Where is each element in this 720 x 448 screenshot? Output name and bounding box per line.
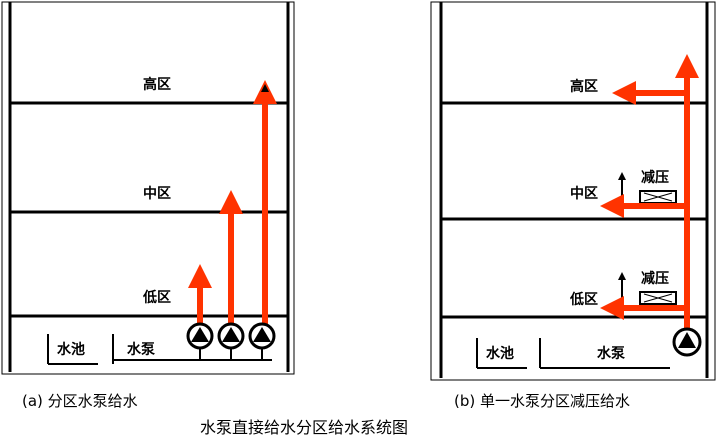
caption-a: (a) 分区水泵给水 <box>22 392 138 410</box>
prv-label-mid: 减压 <box>641 169 669 186</box>
pool-label: 水池 <box>486 345 514 362</box>
pump-icon <box>248 322 276 350</box>
pump-label: 水泵 <box>597 345 625 362</box>
pump-icon <box>672 327 702 357</box>
panel-b-building <box>439 2 709 378</box>
riser-pipes <box>188 80 277 328</box>
basement-marks <box>47 334 272 365</box>
pump-icon <box>186 322 214 350</box>
caption-b: (b) 单一水泵分区减压给水 <box>454 392 630 410</box>
pump-label: 水泵 <box>127 341 155 358</box>
panel-a: 高区 中区 低区 水池 水泵 <box>1 1 295 375</box>
floor-label-low: 低区 <box>142 289 171 306</box>
prv-label-low: 减压 <box>641 270 669 287</box>
floor-label-high: 高区 <box>570 78 598 95</box>
arrow-icon <box>261 84 269 92</box>
pump-icon <box>217 322 245 350</box>
panel-a-building <box>8 2 290 372</box>
pool-label: 水池 <box>57 341 85 358</box>
supply-pipes <box>600 54 699 330</box>
panel-a-frame <box>1 1 295 375</box>
pressure-reducing-valve-icon <box>639 190 677 204</box>
panel-b: 高区 中区 低区 减压 减压 水池 水泵 <box>430 1 716 381</box>
floor-label-high: 高区 <box>143 76 171 93</box>
floor-label-mid: 中区 <box>570 185 598 202</box>
pressure-reducing-valve-icon <box>639 291 677 305</box>
figure-title: 水泵直接给水分区给水系统图 <box>200 418 409 437</box>
floor-label-low: 低区 <box>569 291 598 308</box>
basement-marks <box>476 338 670 369</box>
floor-label-mid: 中区 <box>143 185 171 202</box>
